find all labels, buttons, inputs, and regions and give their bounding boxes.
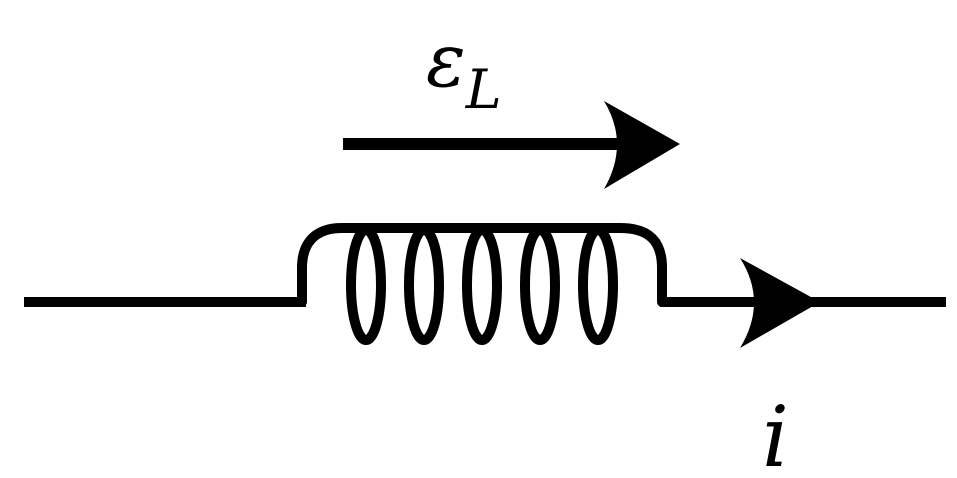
inductor-coil [297, 223, 667, 345]
current-label: i [762, 388, 789, 478]
coil-loop-1 [346, 225, 386, 345]
emf-subscript: L [465, 58, 502, 121]
emf-arrow [343, 101, 680, 189]
coil-loop-4 [520, 225, 560, 345]
emf-arrowhead-icon [604, 101, 680, 189]
emf-symbol: ε [426, 18, 466, 104]
coil-loop-3 [462, 225, 502, 345]
coil-loop-5 [578, 225, 618, 345]
emf-symbol-label: εL [426, 18, 502, 121]
current-arrowhead-icon [740, 258, 820, 348]
coil-loop-2 [404, 225, 444, 345]
